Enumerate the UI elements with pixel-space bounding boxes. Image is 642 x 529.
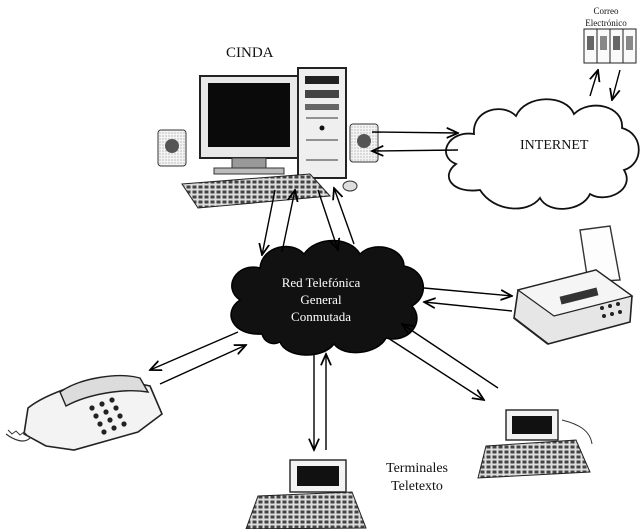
network-cloud: Red Telefónica General Conmutada [230,239,425,356]
terminal-center-icon [245,459,367,529]
keyboard-icon [181,173,332,209]
telephone-icon [5,375,163,451]
fax-machine-icon [513,225,634,345]
arrow-cinda-to-network-1 [262,189,276,255]
arrow-phone-to-network [159,345,246,385]
internet-label: INTERNET [520,138,589,153]
arrow-network-to-terminal-right [387,337,484,400]
monitor-icon [199,75,299,175]
network-label-line2: General [300,292,342,307]
tower-icon [297,67,347,179]
speaker-right-icon [349,123,379,163]
mouse-icon [342,180,358,192]
arrow-internet-to-cinda [372,150,459,151]
speaker-left-icon [157,129,187,167]
email-node: Correo Electrónico [583,6,637,64]
arrow-network-to-cinda-2 [334,188,355,245]
cinda-label: CINDA [226,45,274,61]
terminals-label-line1: Terminales [386,461,448,476]
cinda-computer: CINDA [157,45,379,209]
arrow-terminal-right-to-network [402,324,499,389]
email-label-line1: Correo [594,6,619,16]
arrow-network-to-phone [150,331,239,370]
network-label-line1: Red Telefónica [282,275,361,290]
mailboxes-icon [583,28,637,64]
email-label-line2: Electrónico [585,18,627,28]
arrow-cinda-to-internet [371,132,458,133]
arrow-network-to-fax [423,287,512,296]
arrow-internet-to-email [590,70,598,97]
arrow-email-to-internet [612,69,621,100]
terminals-label-line2: Teletexto [391,479,443,494]
network-label-line3: Conmutada [291,309,351,324]
arrow-network-to-cinda-1 [281,190,295,253]
connection-arrows [150,69,621,450]
arrow-cinda-to-network-2 [317,189,338,250]
internet-cloud: INTERNET [445,98,640,210]
arrow-fax-to-network [424,302,513,312]
terminal-right-icon [477,409,593,479]
